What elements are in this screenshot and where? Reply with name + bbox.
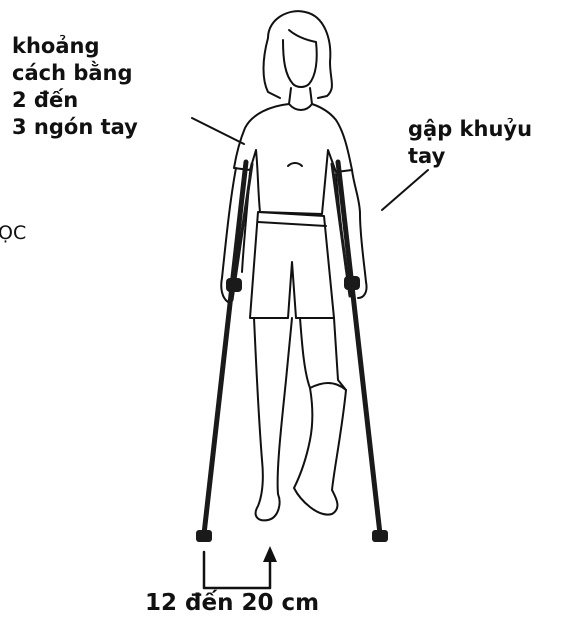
armpit-label-line-2: cách bằng [12,60,138,87]
elbow-pointer [382,170,428,210]
elbow-bend-label: gập khuỷu tay [408,116,532,170]
collar [289,104,312,110]
armpit-pointer [192,118,244,144]
shorts [250,212,334,318]
elbow-label-line-2: tay [408,143,532,170]
right-crutch-handle [344,276,360,290]
neck [289,88,312,104]
right-leg-cast [294,318,346,515]
face [283,30,317,87]
left-crutch-tip [196,530,212,542]
cut-off-text: ỌC [0,222,26,244]
armpit-label-line-4: 3 ngón tay [12,114,138,141]
navel [288,163,302,166]
armpit-label-line-1: khoảng [12,33,138,60]
armpit-distance-label: khoảng cách bằng 2 đến 3 ngón tay [12,33,138,141]
right-crutch [332,162,380,534]
left-crutch-handle [226,278,242,292]
right-crutch-tip [372,530,388,542]
waistband [258,222,326,226]
elbow-label-line-1: gập khuỷu [408,116,532,143]
left-leg [254,318,292,520]
shirt [234,104,352,214]
distance-arrowhead [263,546,277,562]
crutch-distance-label: 12 đến 20 cm [145,590,319,617]
armpit-label-line-3: 2 đến [12,87,138,114]
hair [264,11,332,98]
distance-bracket [204,552,270,588]
